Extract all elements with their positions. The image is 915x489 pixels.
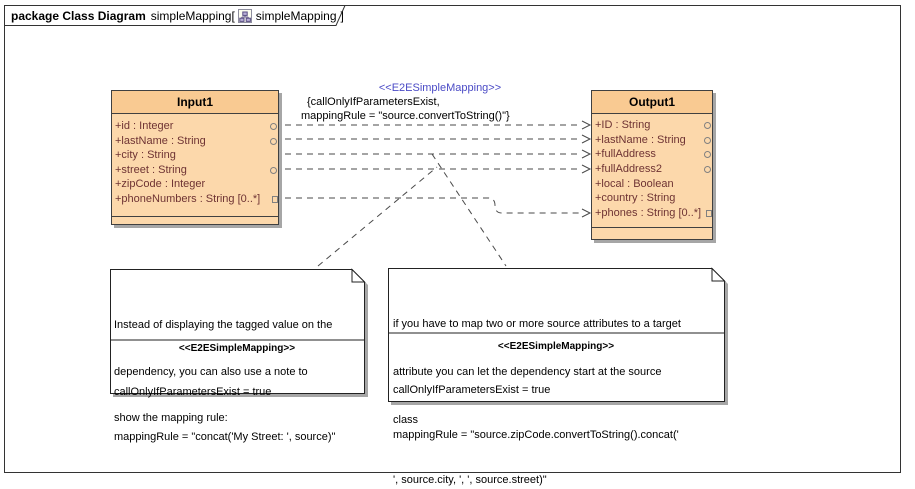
frame-close-bracket: ]: [340, 8, 344, 23]
connector-circle-icon: [270, 137, 277, 145]
note-tag-line: ', source.city, ', ', source.street)": [393, 474, 547, 486]
attribute-text: +lastName : String: [115, 134, 206, 147]
attribute-row[interactable]: +phoneNumbers : String [0..*]: [112, 192, 278, 207]
note-tag-line: mappingRule = "concat('My Street: ', sou…: [114, 431, 336, 443]
note-body-line: attribute you can let the dependency sta…: [393, 366, 662, 378]
attribute-row[interactable]: +id : Integer: [112, 119, 278, 134]
frame-heading[interactable]: package Class Diagram simpleMapping[ simpl…: [11, 7, 344, 24]
note-body-line: class: [393, 414, 419, 426]
connector-circle-icon: [704, 136, 711, 144]
note-body-line: show the mapping rule:: [114, 412, 228, 424]
class-title: Output1: [592, 91, 712, 114]
attribute-text: +country : String: [595, 192, 676, 205]
attributes-compartment: +ID : String +lastName : String +fullAdd…: [592, 114, 712, 228]
attribute-text: +ID : String: [595, 119, 651, 131]
class-title: Input1: [112, 91, 278, 114]
connector-circle-icon: [704, 166, 711, 174]
note-right-body: if you have to map two or more source at…: [393, 284, 721, 460]
attribute-text: +lastName : String: [595, 133, 686, 146]
connector-square-icon: [272, 195, 278, 203]
attribute-row[interactable]: +fullAddress2: [592, 162, 712, 177]
connector-square-icon: [706, 210, 712, 218]
frame-package-name: simpleMapping[: [150, 8, 235, 23]
attribute-text: +fullAddress2: [595, 163, 662, 176]
operations-compartment: [592, 228, 712, 239]
connector-circle-icon: [704, 122, 711, 129]
attribute-row[interactable]: +phones : String [0..*]: [592, 206, 712, 221]
connector-circle-icon: [270, 123, 277, 130]
attribute-row[interactable]: +lastName : String: [112, 134, 278, 149]
diagram-frame: [4, 5, 901, 473]
note-tag-line: mappingRule = "source.zipCode.convertToS…: [393, 429, 679, 441]
note-left-tags: callOnlyIfParametersExist = true mapping…: [114, 355, 362, 475]
attribute-row[interactable]: +ID : String: [592, 118, 712, 133]
note-body-line: if you have to map two or more source at…: [393, 318, 681, 330]
mapping-tag-line2[interactable]: mappingRule = "source.convertToString()"…: [301, 110, 510, 122]
frame-keyword: package Class Diagram: [11, 8, 146, 23]
attribute-row[interactable]: +fullAddress: [592, 147, 712, 162]
attributes-compartment: +id : Integer +lastName : String +city :…: [112, 114, 278, 217]
attribute-text: +street : String: [115, 163, 187, 176]
class-diagram-icon: [237, 8, 252, 23]
attribute-text: +zipCode : Integer: [115, 178, 206, 190]
note-left-body: Instead of displaying the tagged value o…: [114, 287, 362, 458]
note-right-stereotype: <<E2ESimpleMapping>>: [497, 341, 615, 352]
connector-circle-icon: [704, 151, 711, 159]
connector-circle-icon: [270, 166, 277, 174]
attribute-row[interactable]: +country : String: [592, 191, 712, 206]
attribute-row[interactable]: +street : String: [112, 163, 278, 178]
attribute-text: +id : Integer: [115, 120, 174, 132]
attribute-row[interactable]: +local : Boolean: [592, 177, 712, 192]
attribute-text: +local : Boolean: [595, 177, 674, 190]
attribute-row[interactable]: +lastName : String: [592, 133, 712, 148]
attribute-row[interactable]: +zipCode : Integer: [112, 177, 278, 192]
attribute-text: +phones : String [0..*]: [595, 207, 702, 220]
operations-compartment: [112, 217, 278, 227]
class-input1[interactable]: Input1 +id : Integer +lastName : String …: [111, 90, 279, 225]
note-body-line: dependency, you can also use a note to: [114, 365, 308, 378]
note-left-stereotype: <<E2ESimpleMapping>>: [178, 343, 296, 354]
attribute-text: +city : String: [115, 149, 176, 161]
attribute-row[interactable]: +city : String: [112, 148, 278, 163]
note-tag-line: callOnlyIfParametersExist = true: [393, 384, 551, 396]
mapping-stereotype-label[interactable]: <<E2ESimpleMapping>>: [378, 82, 502, 94]
mapping-tag-line1[interactable]: {callOnlyIfParametersExist,: [307, 96, 440, 108]
frame-diagram-name: simpleMapping: [255, 8, 337, 23]
attribute-text: +fullAddress: [595, 148, 656, 161]
class-output1[interactable]: Output1 +ID : String +lastName : String …: [591, 90, 713, 240]
attribute-text: +phoneNumbers : String [0..*]: [115, 192, 261, 205]
note-right-tags: callOnlyIfParametersExist = true mapping…: [393, 353, 723, 489]
note-body-line: Instead of displaying the tagged value o…: [114, 319, 333, 331]
note-tag-line: callOnlyIfParametersExist = true: [114, 386, 272, 398]
